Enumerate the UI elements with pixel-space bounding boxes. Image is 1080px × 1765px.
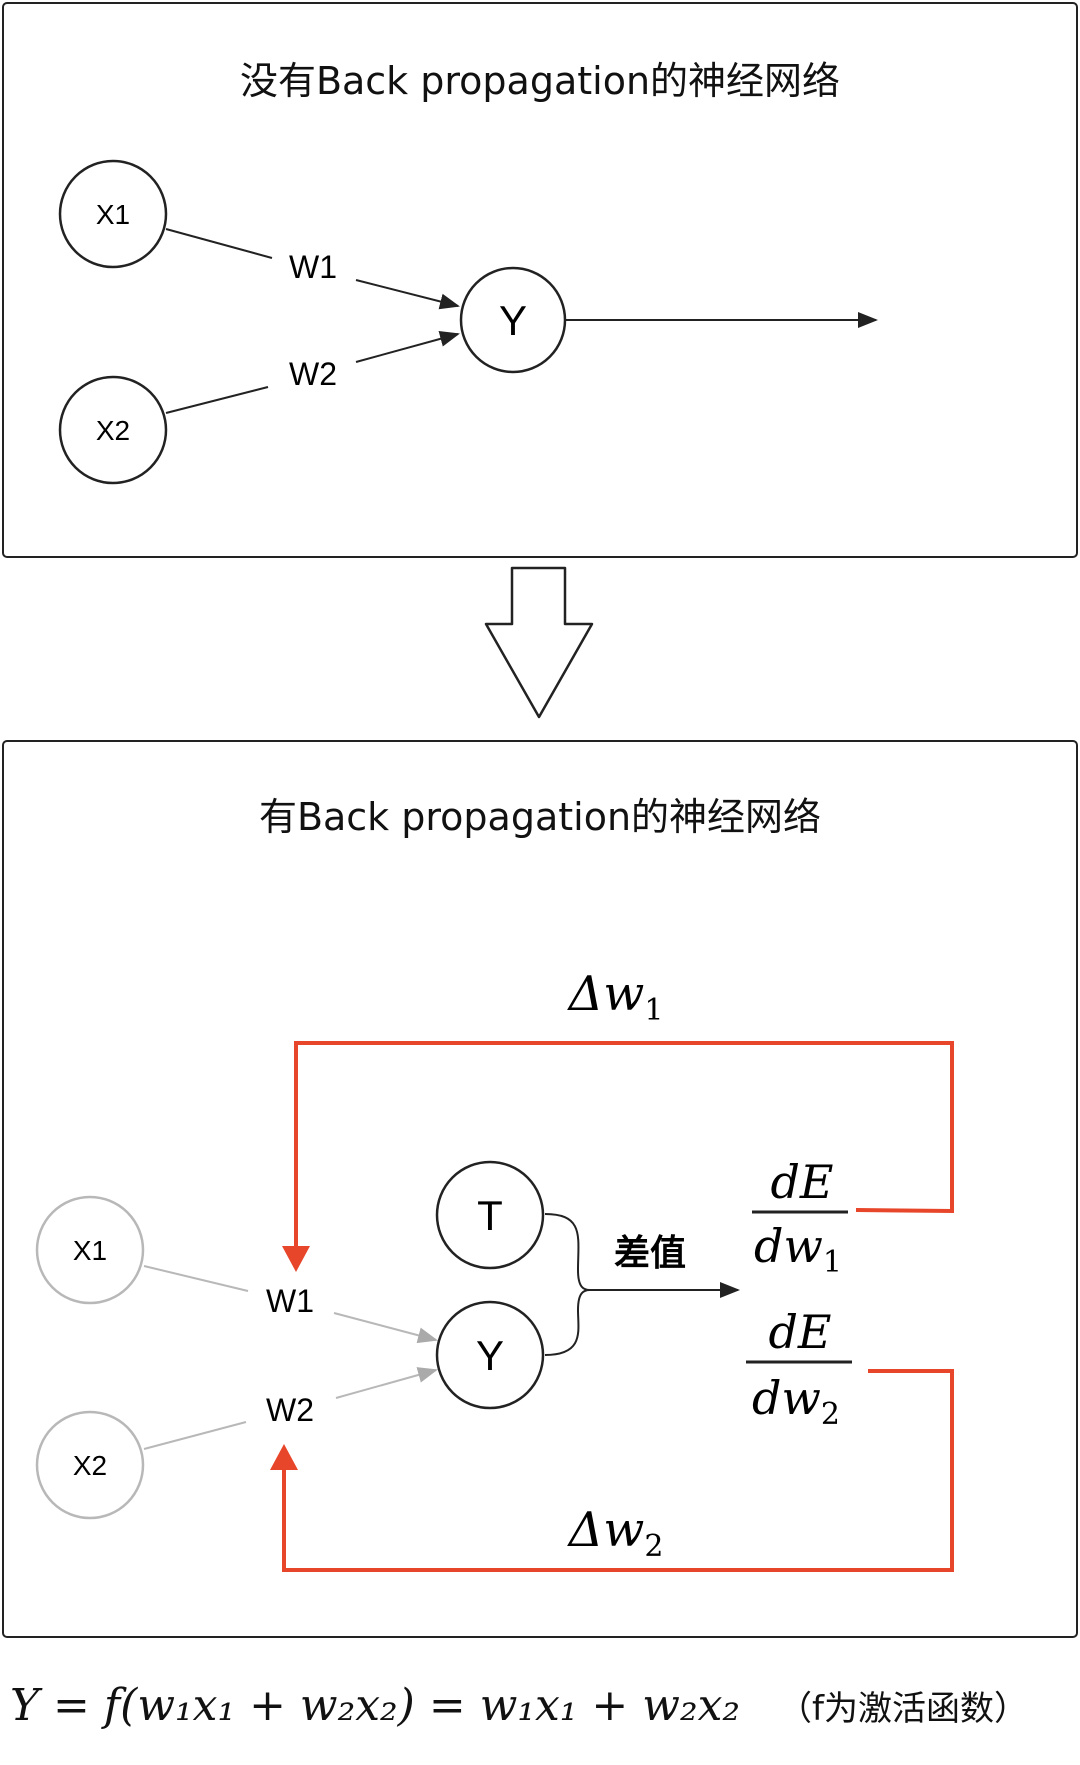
- bottom-panel: 有Back propagation的神经网络: [2, 740, 1078, 1638]
- gradient-1-denominator: dw1: [754, 1219, 842, 1280]
- bottom-node-x1: [35, 1195, 145, 1305]
- bottom-node-t-label: T: [477, 1192, 503, 1239]
- bottom-weight-w1-label: W1: [266, 1283, 314, 1319]
- node-x2: [58, 375, 168, 485]
- weight-w2-label: W2: [289, 356, 337, 392]
- node-y-label: Y: [499, 297, 527, 344]
- edge-w2-y: [355, 331, 460, 363]
- top-panel: 没有Back propagation的神经网络: [2, 2, 1078, 558]
- node-x1-label: X1: [96, 199, 130, 230]
- bottom-node-x2: [35, 1410, 145, 1520]
- delta-w2-subscript: 2: [644, 1529, 663, 1564]
- gradient-2-denominator: dw2: [752, 1371, 840, 1432]
- bottom-node-y: [435, 1300, 545, 1410]
- node-x2-label: X2: [96, 415, 130, 446]
- brace-t: [544, 1213, 591, 1291]
- edge-bottom-w1-y: [333, 1312, 438, 1344]
- top-panel-title: 没有Back propagation的神经网络: [239, 59, 841, 103]
- gradient-2-numerator: dE: [768, 1305, 831, 1359]
- delta-w1-subscript: 1: [644, 993, 663, 1028]
- feedback-loop-w2: [282, 1369, 954, 1572]
- edge-bottom-w2-y: [335, 1367, 438, 1399]
- delta-w1-label: Δw1: [567, 966, 664, 1028]
- feedback-arrowhead-w1: [282, 1246, 310, 1272]
- weight-w1-label: W1: [289, 249, 337, 285]
- feedback-arrowhead-w2: [270, 1444, 298, 1470]
- edge-x1-w1: [165, 228, 273, 259]
- bottom-node-x1-label: X1: [73, 1235, 107, 1266]
- gradient-2-subscript: 2: [821, 1397, 840, 1432]
- transition-down-arrow: [484, 566, 594, 719]
- formula-equation: Y = f(w₁x₁ + w₂x₂) = w₁x₁ + w₂x₂: [10, 1680, 741, 1731]
- bottom-network: 差值 X1 X2 T Y W1 W2 dE dw1 dE dw2 Δw1 Δw2: [35, 966, 954, 1572]
- node-x1: [58, 159, 168, 269]
- formula-line: Y = f(w₁x₁ + w₂x₂) = w₁x₁ + w₂x₂ （f为激活函数）: [10, 1680, 1028, 1740]
- delta-w2-base: Δw: [567, 1502, 645, 1558]
- edge-bottom-x2-w2: [143, 1421, 247, 1450]
- bottom-node-t: [435, 1160, 545, 1270]
- top-network: X1 X2 Y W1 W2: [58, 159, 878, 485]
- gradient-1-denominator-base: dw: [754, 1219, 823, 1273]
- bottom-panel-title: 有Back propagation的神经网络: [258, 795, 822, 839]
- gradient-1-subscript: 1: [823, 1245, 842, 1280]
- edge-bottom-x1-w1: [143, 1265, 249, 1292]
- gradient-2-denominator-base: dw: [752, 1371, 821, 1425]
- node-y: [459, 266, 567, 374]
- bottom-node-x2-label: X2: [73, 1450, 107, 1481]
- edge-x2-w2: [165, 386, 269, 414]
- gradient-1-numerator: dE: [770, 1155, 833, 1209]
- edge-w1-y: [355, 279, 460, 310]
- delta-w1-base: Δw: [567, 966, 645, 1022]
- difference-label: 差值: [614, 1233, 686, 1274]
- delta-w2-label: Δw2: [567, 1502, 664, 1564]
- bottom-weight-w2-label: W2: [266, 1392, 314, 1428]
- bottom-node-y-label: Y: [476, 1332, 504, 1379]
- feedback-loop-w1: [294, 1041, 954, 1258]
- brace-y: [544, 1289, 591, 1356]
- formula-note: （f为激活函数）: [778, 1689, 1029, 1729]
